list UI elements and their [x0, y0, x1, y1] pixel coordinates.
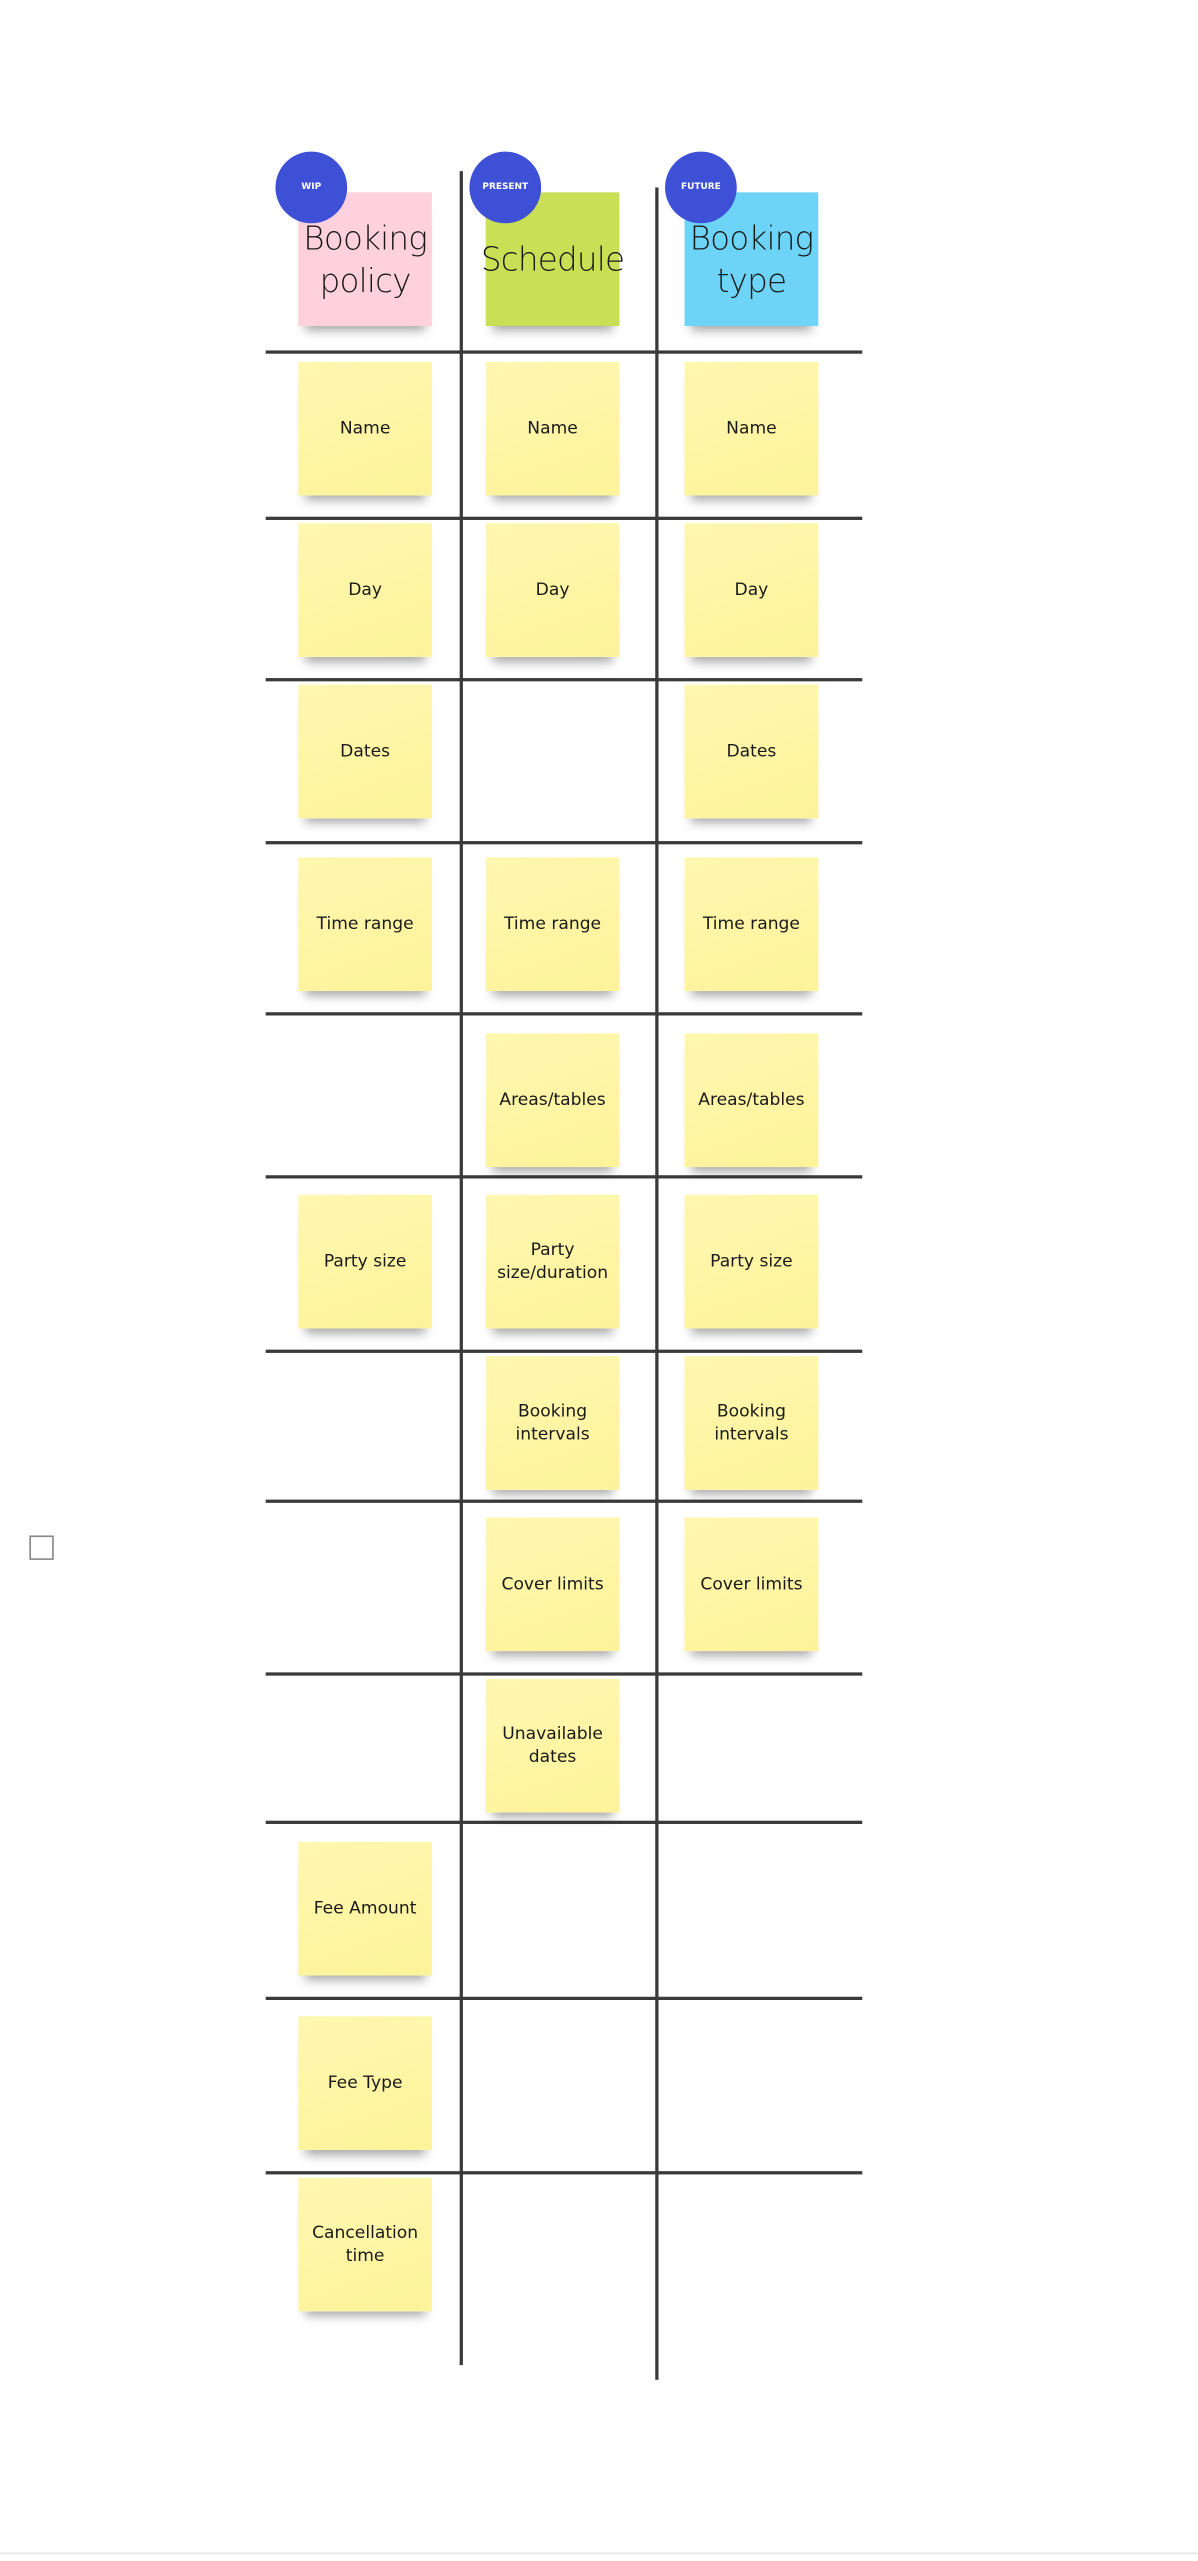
sticky-note[interactable]: Day — [684, 523, 819, 657]
row-divider — [265, 2171, 863, 2174]
column-header-sticky[interactable]: Schedule — [481, 192, 625, 326]
sticky-note[interactable]: Day — [298, 523, 432, 657]
column-header-sticky[interactable]: Booking policy — [298, 192, 432, 326]
status-badge: PRESENT — [469, 151, 542, 224]
sticky-note[interactable]: Name — [684, 361, 819, 496]
sticky-note[interactable]: Cover limits — [684, 1517, 819, 1652]
divider — [0, 2552, 1198, 2555]
sticky-note[interactable]: Party size — [298, 1194, 432, 1329]
row-divider — [265, 1175, 863, 1178]
sticky-note[interactable]: Dates — [298, 684, 432, 819]
row-divider — [265, 841, 863, 844]
sticky-note[interactable]: Dates — [684, 684, 819, 819]
row-divider — [265, 1820, 863, 1824]
row-divider — [265, 516, 863, 520]
sticky-note[interactable]: Areas/tables — [684, 1033, 819, 1168]
sticky-note[interactable]: Areas/tables — [485, 1033, 620, 1168]
row-divider — [265, 1672, 863, 1675]
row-divider — [265, 678, 863, 681]
sticky-note[interactable]: Time range — [298, 857, 432, 992]
row-divider — [265, 1996, 863, 2000]
sticky-note[interactable]: Cancellation time — [298, 2177, 432, 2312]
sticky-note[interactable]: Fee Amount — [298, 1841, 432, 1976]
column-header-sticky[interactable]: Booking type — [684, 192, 819, 326]
row-divider — [265, 1012, 863, 1015]
select-checkbox[interactable] — [29, 1535, 54, 1560]
sticky-note[interactable]: Time range — [684, 857, 819, 992]
sticky-note[interactable]: Party size — [684, 1194, 819, 1329]
sticky-note[interactable]: Booking intervals — [485, 1356, 620, 1490]
column-divider — [655, 187, 658, 2380]
column-divider — [459, 171, 463, 2366]
status-badge: FUTURE — [665, 151, 737, 224]
sticky-note[interactable]: Name — [485, 361, 620, 496]
sticky-note[interactable]: Unavailable dates — [485, 1678, 620, 1813]
sticky-note[interactable]: Fee Type — [298, 2016, 432, 2150]
sticky-note[interactable]: Time range — [485, 857, 620, 992]
sticky-note[interactable]: Cover limits — [485, 1517, 620, 1652]
row-divider — [265, 350, 863, 353]
row-divider — [265, 1349, 863, 1353]
row-divider — [265, 1499, 863, 1503]
sticky-note[interactable]: Booking intervals — [684, 1356, 819, 1490]
status-badge: WIP — [275, 151, 348, 224]
sticky-note[interactable]: Name — [298, 361, 432, 496]
sticky-note[interactable]: Party size/duration — [485, 1194, 620, 1329]
sticky-note[interactable]: Day — [485, 523, 620, 657]
